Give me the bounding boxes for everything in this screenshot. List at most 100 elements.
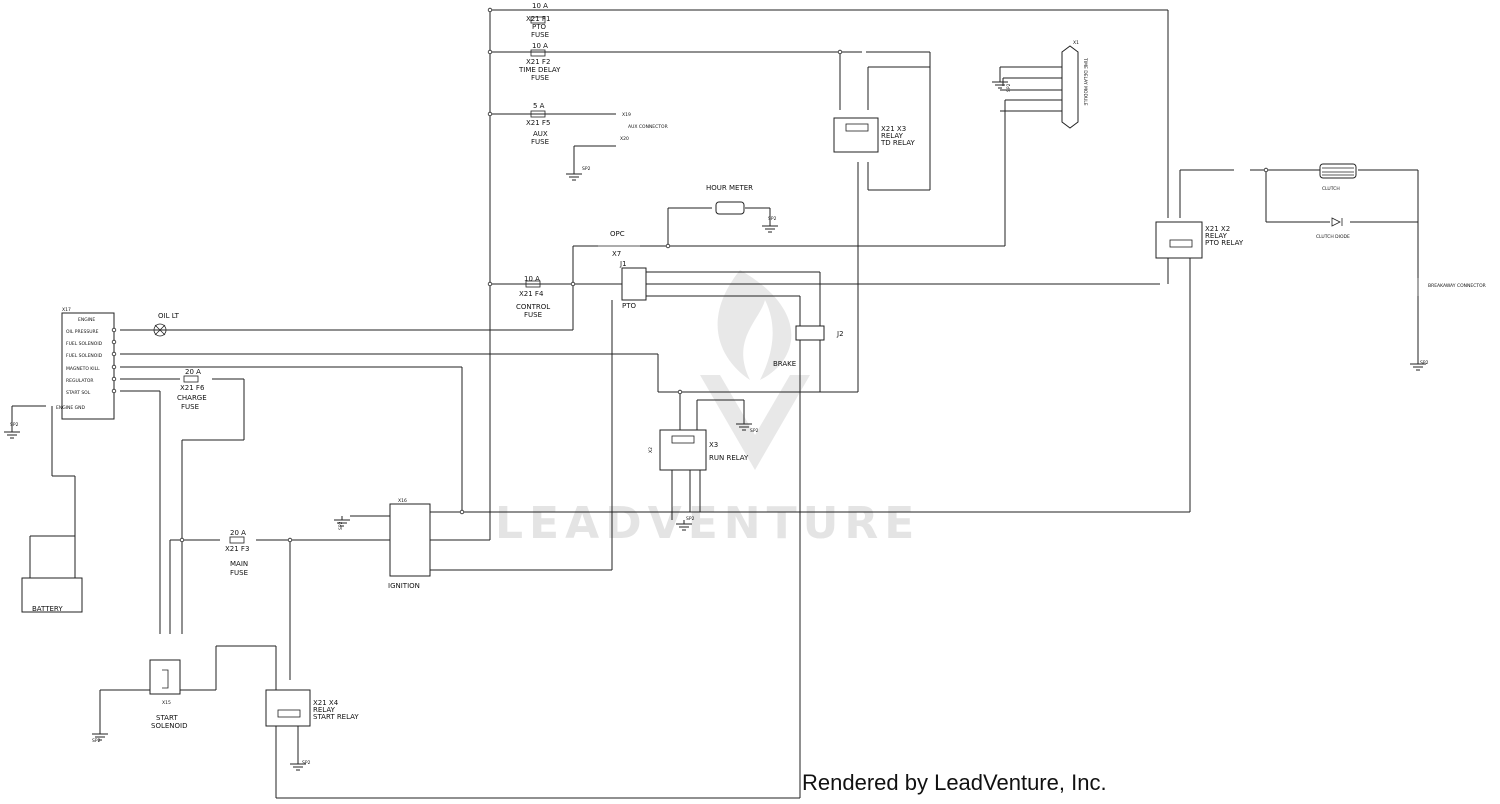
svg-text:X21 F4: X21 F4 xyxy=(519,290,544,298)
main-fuse[interactable]: 20 A X21 F3 MAIN FUSE xyxy=(225,529,249,577)
battery-box xyxy=(21,577,83,613)
clutch-box xyxy=(1319,163,1357,179)
engine-connector[interactable]: X17 ENGINE OIL PRESSURE FUEL SOLENOID FU… xyxy=(56,307,103,411)
svg-text:RUN RELAY: RUN RELAY xyxy=(709,454,749,462)
svg-text:CHARGE: CHARGE xyxy=(177,394,207,402)
svg-text:SP2: SP2 xyxy=(1006,83,1012,92)
svg-text:ENGINE: ENGINE xyxy=(78,317,95,323)
svg-text:REGULATOR: REGULATOR xyxy=(66,378,94,384)
breakaway-connector-label: BREAKAWAY CONNECTOR xyxy=(1428,283,1486,289)
control-fuse[interactable]: 10 A X21 F4 CONTROL FUSE xyxy=(516,275,550,319)
start-solenoid-label-1: START xyxy=(156,714,178,722)
svg-text:X21 F1: X21 F1 xyxy=(526,15,550,23)
ground-labels: SP2 SP2 SP2 SP2 SP2 SP2 SP2 SP2 SP2 SP2 xyxy=(10,83,1429,766)
svg-text:SP2: SP2 xyxy=(10,422,19,428)
svg-text:START RELAY: START RELAY xyxy=(313,713,359,721)
pto-relay[interactable]: X21 X2 RELAY PTO RELAY xyxy=(1205,225,1244,247)
svg-text:10 A: 10 A xyxy=(532,42,548,50)
engine-box xyxy=(61,312,115,420)
misc-labels: OIL LT OPC X7 HOUR METER PTO J1 BRAKE J2… xyxy=(32,40,1486,730)
hour-meter-label: HOUR METER xyxy=(706,184,753,192)
svg-text:FUSE: FUSE xyxy=(531,74,549,82)
time-delay-module-box xyxy=(1061,45,1079,129)
x2-label: X2 xyxy=(648,447,654,453)
hour-meter-box xyxy=(715,201,745,215)
svg-text:PTO: PTO xyxy=(532,23,546,31)
pto-switch-box xyxy=(621,267,647,301)
svg-text:X21 X3: X21 X3 xyxy=(881,125,906,133)
clutch-diode-label: CLUTCH DIODE xyxy=(1316,234,1350,240)
x7-label: X7 xyxy=(612,250,621,258)
svg-text:AUX: AUX xyxy=(533,130,548,138)
svg-text:X21 F6: X21 F6 xyxy=(180,384,205,392)
j2-label: J2 xyxy=(836,330,844,338)
svg-text:X17: X17 xyxy=(62,307,71,313)
svg-text:RELAY: RELAY xyxy=(313,706,336,714)
svg-text:FUSE: FUSE xyxy=(230,569,248,577)
watermark: LEADVENTURE xyxy=(495,270,920,549)
start-solenoid-box xyxy=(149,659,181,695)
svg-text:X3: X3 xyxy=(709,441,718,449)
svg-text:FUSE: FUSE xyxy=(524,311,542,319)
brake-label: BRAKE xyxy=(773,360,796,368)
svg-text:SP2: SP2 xyxy=(582,166,591,172)
td-relay-box xyxy=(833,117,879,153)
wires xyxy=(11,9,1419,799)
svg-text:MAIN: MAIN xyxy=(230,560,248,568)
x16-label: X16 xyxy=(398,498,407,504)
svg-text:FUSE: FUSE xyxy=(181,403,199,411)
svg-text:X21 F2: X21 F2 xyxy=(526,58,550,66)
run-relay[interactable]: X3 RUN RELAY xyxy=(709,441,749,462)
svg-text:SP2: SP2 xyxy=(1420,360,1429,366)
start-relay-box xyxy=(265,689,311,727)
svg-text:20 A: 20 A xyxy=(230,529,246,537)
x15-label: X15 xyxy=(162,700,171,706)
clutch-label: CLUTCH xyxy=(1322,186,1340,192)
svg-text:CONTROL: CONTROL xyxy=(516,303,550,311)
start-solenoid-label-2: SOLENOID xyxy=(151,722,187,730)
svg-text:RELAY: RELAY xyxy=(881,132,904,140)
svg-text:X21 X4: X21 X4 xyxy=(313,699,339,707)
start-relay[interactable]: X21 X4 RELAY START RELAY xyxy=(313,699,359,721)
time-delay-fuse[interactable]: 10 A X21 F2 TIME DELAY FUSE xyxy=(518,42,561,82)
svg-text:FUSE: FUSE xyxy=(531,138,549,146)
x20-label: X20 xyxy=(620,136,629,142)
grounds xyxy=(3,77,1427,771)
charge-fuse[interactable]: 20 A X21 F6 CHARGE FUSE xyxy=(177,368,207,411)
svg-text:PTO RELAY: PTO RELAY xyxy=(1205,239,1244,247)
td-relay[interactable]: X21 X3 RELAY TD RELAY xyxy=(880,125,915,147)
svg-text:SP2: SP2 xyxy=(750,428,759,434)
time-delay-module-label: TIME DELAY MODULE xyxy=(1082,57,1088,106)
svg-text:TD RELAY: TD RELAY xyxy=(880,139,915,147)
run-relay-box xyxy=(659,429,707,471)
ignition-label: IGNITION xyxy=(388,582,420,590)
svg-text:X21 F3: X21 F3 xyxy=(225,545,249,553)
x1-label: X1 xyxy=(1073,40,1079,46)
svg-text:X21 X2: X21 X2 xyxy=(1205,225,1230,233)
battery-label: BATTERY xyxy=(32,605,63,613)
watermark-text: LEADVENTURE xyxy=(495,498,920,549)
aux-fuse[interactable]: 5 A X21 F5 AUX FUSE xyxy=(526,102,550,146)
pto-switch-label: PTO xyxy=(622,302,636,310)
svg-text:20 A: 20 A xyxy=(185,368,201,376)
brake-switch-box xyxy=(795,325,825,341)
svg-text:SP2: SP2 xyxy=(302,760,311,766)
svg-text:FUEL SOLENOID: FUEL SOLENOID xyxy=(66,353,103,359)
svg-text:SP2: SP2 xyxy=(92,738,101,744)
svg-text:SP2: SP2 xyxy=(686,516,695,522)
pto-fuse[interactable]: 10 A X21 F1 PTO FUSE xyxy=(526,2,550,39)
svg-text:START SOL: START SOL xyxy=(66,390,91,396)
svg-text:10 A: 10 A xyxy=(532,2,548,10)
svg-text:SP2: SP2 xyxy=(768,216,777,222)
symbols xyxy=(153,16,1419,718)
oil-light-label: OIL LT xyxy=(158,312,180,320)
svg-text:SP2: SP2 xyxy=(338,521,344,530)
x19-label: X19 xyxy=(622,112,631,118)
svg-text:FUSE: FUSE xyxy=(531,31,549,39)
svg-text:TIME DELAY: TIME DELAY xyxy=(518,66,561,74)
opc-label: OPC xyxy=(610,230,625,238)
svg-text:RELAY: RELAY xyxy=(1205,232,1228,240)
aux-connector-label: AUX CONNECTOR xyxy=(628,124,668,130)
svg-text:5 A: 5 A xyxy=(533,102,545,110)
